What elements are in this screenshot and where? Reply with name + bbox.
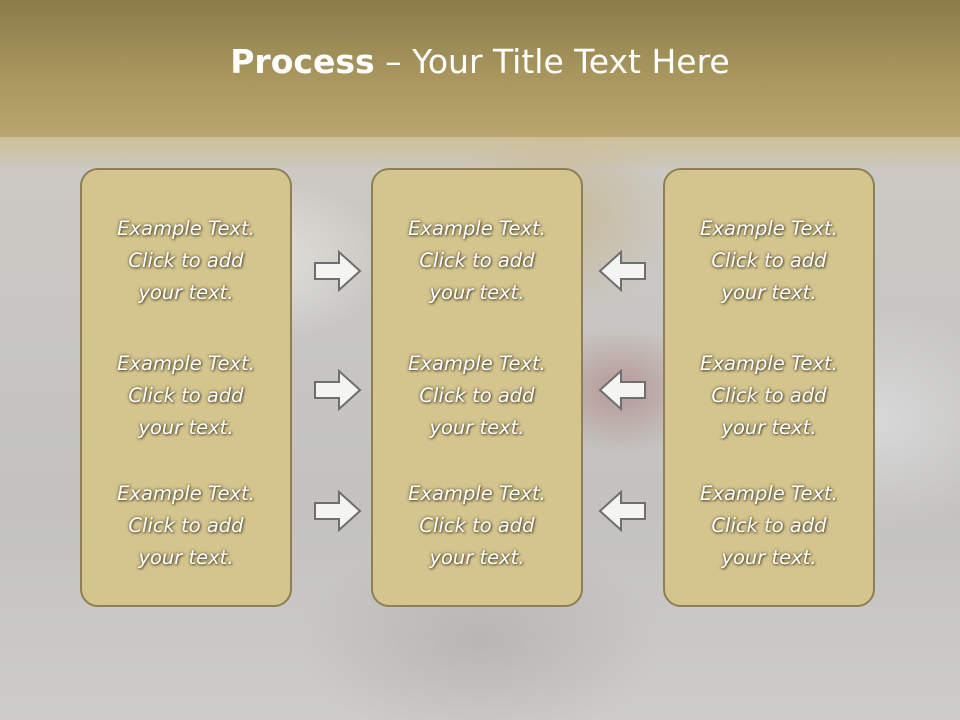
text-line: Example Text. (408, 217, 546, 240)
text-line: Click to add (419, 249, 535, 272)
title-rest: – Your Title Text Here (374, 42, 730, 81)
text-line: Click to add (711, 514, 827, 537)
text-line: Example Text. (117, 217, 255, 240)
title-bold: Process (230, 42, 375, 81)
text-placeholder[interactable]: Example Text. Click to add your text. (82, 348, 290, 444)
text-line: your text. (721, 416, 817, 439)
text-placeholder[interactable]: Example Text. Click to add your text. (82, 478, 290, 574)
left-arrow-icon[interactable] (597, 489, 647, 533)
process-box-left[interactable]: Example Text. Click to add your text. Ex… (80, 168, 292, 607)
right-arrow-icon[interactable] (313, 368, 363, 412)
text-line: Click to add (128, 514, 244, 537)
text-line: your text. (721, 281, 817, 304)
text-line: Click to add (128, 249, 244, 272)
right-arrow-icon[interactable] (313, 249, 363, 293)
text-line: Example Text. (700, 482, 838, 505)
text-placeholder[interactable]: Example Text. Click to add your text. (373, 213, 581, 309)
text-placeholder[interactable]: Example Text. Click to add your text. (82, 213, 290, 309)
text-line: Click to add (711, 249, 827, 272)
slide-title[interactable]: Process – Your Title Text Here (230, 42, 729, 81)
text-line: Example Text. (117, 352, 255, 375)
text-line: your text. (138, 546, 234, 569)
text-line: your text. (429, 546, 525, 569)
text-line: Example Text. (700, 352, 838, 375)
text-line: Click to add (128, 384, 244, 407)
process-box-center[interactable]: Example Text. Click to add your text. Ex… (371, 168, 583, 607)
text-line: Example Text. (408, 482, 546, 505)
right-arrow-icon[interactable] (313, 489, 363, 533)
text-line: your text. (138, 281, 234, 304)
text-placeholder[interactable]: Example Text. Click to add your text. (373, 478, 581, 574)
text-line: your text. (429, 281, 525, 304)
text-line: your text. (429, 416, 525, 439)
text-line: Click to add (419, 514, 535, 537)
header-fade (0, 137, 960, 167)
left-arrow-icon[interactable] (597, 249, 647, 293)
text-line: your text. (721, 546, 817, 569)
text-line: Example Text. (700, 217, 838, 240)
text-line: Example Text. (117, 482, 255, 505)
text-placeholder[interactable]: Example Text. Click to add your text. (373, 348, 581, 444)
text-placeholder[interactable]: Example Text. Click to add your text. (665, 213, 873, 309)
process-box-right[interactable]: Example Text. Click to add your text. Ex… (663, 168, 875, 607)
text-line: Click to add (419, 384, 535, 407)
text-placeholder[interactable]: Example Text. Click to add your text. (665, 478, 873, 574)
left-arrow-icon[interactable] (597, 368, 647, 412)
title-bar: Process – Your Title Text Here (0, 0, 960, 137)
text-line: Click to add (711, 384, 827, 407)
text-placeholder[interactable]: Example Text. Click to add your text. (665, 348, 873, 444)
text-line: Example Text. (408, 352, 546, 375)
text-line: your text. (138, 416, 234, 439)
